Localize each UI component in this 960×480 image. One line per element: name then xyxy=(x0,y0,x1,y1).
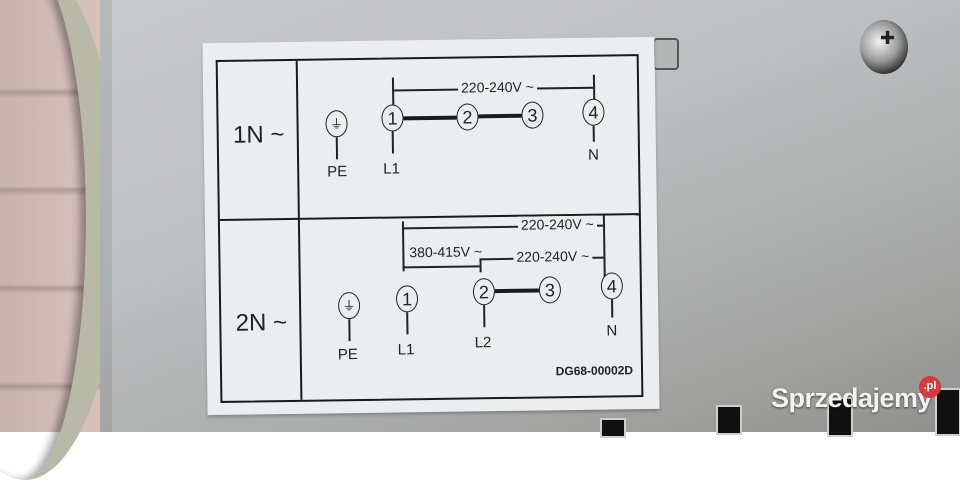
terminal-4: 4 xyxy=(582,98,605,126)
bridge-2-3 xyxy=(494,288,539,294)
wiring-label: 1N ~ 220-240V ~ ⏚ PE 1 L1 2 3 4 N 2N ~ 2… xyxy=(202,36,660,416)
vent-slot xyxy=(600,418,626,438)
label-frame: 1N ~ 220-240V ~ ⏚ PE 1 L1 2 3 4 N 2N ~ 2… xyxy=(215,54,644,403)
terminal-3: 3 xyxy=(538,276,562,304)
pin-l1: L1 xyxy=(383,160,401,178)
terminal-2: 2 xyxy=(472,278,496,306)
vent-slot xyxy=(827,397,853,437)
stem xyxy=(406,312,409,335)
pin-l2: L2 xyxy=(474,334,492,352)
pin-pe: PE xyxy=(337,346,358,364)
stem xyxy=(611,299,614,318)
watermark-badge: .pl xyxy=(919,376,941,398)
dim-tick xyxy=(391,77,394,106)
stem xyxy=(483,305,486,328)
dim-text-l1-n: 220-240V ~ xyxy=(457,78,537,96)
divider-vertical xyxy=(295,60,303,400)
terminal-2: 2 xyxy=(456,103,479,131)
pin-n: N xyxy=(606,322,618,340)
screw-icon xyxy=(860,20,908,74)
dim-line-l1-l2 xyxy=(402,265,480,268)
ground-symbol-icon: ⏚ xyxy=(337,291,361,320)
pin-l1: L1 xyxy=(397,341,415,359)
stem xyxy=(592,125,595,142)
vent-slot xyxy=(935,388,960,436)
vent-slot xyxy=(716,405,742,435)
bridge-2-3 xyxy=(478,113,522,119)
pin-n: N xyxy=(587,146,599,164)
stem xyxy=(391,131,394,154)
part-number: DG68-00002D xyxy=(555,363,634,379)
mode-1n-label: 1N ~ xyxy=(232,121,285,149)
ground-symbol-icon: ⏚ xyxy=(325,110,348,138)
stem xyxy=(348,319,351,342)
terminal-3: 3 xyxy=(521,101,544,129)
dim-text-l1-n: 220-240V ~ xyxy=(517,215,597,233)
mode-2n-label: 2N ~ xyxy=(235,309,288,337)
bridge-1-2 xyxy=(403,115,457,121)
housing-slot xyxy=(653,38,679,70)
dim-text-l2-n: 220-240V ~ xyxy=(513,247,593,265)
pin-pe: PE xyxy=(327,163,348,181)
watermark-text: Sprzedajemy xyxy=(771,383,933,413)
stem xyxy=(335,137,339,160)
terminal-1: 1 xyxy=(395,285,419,313)
terminal-4: 4 xyxy=(600,272,624,300)
terminal-1: 1 xyxy=(381,104,404,132)
dim-text-l1-l2: 380-415V ~ xyxy=(406,243,486,261)
